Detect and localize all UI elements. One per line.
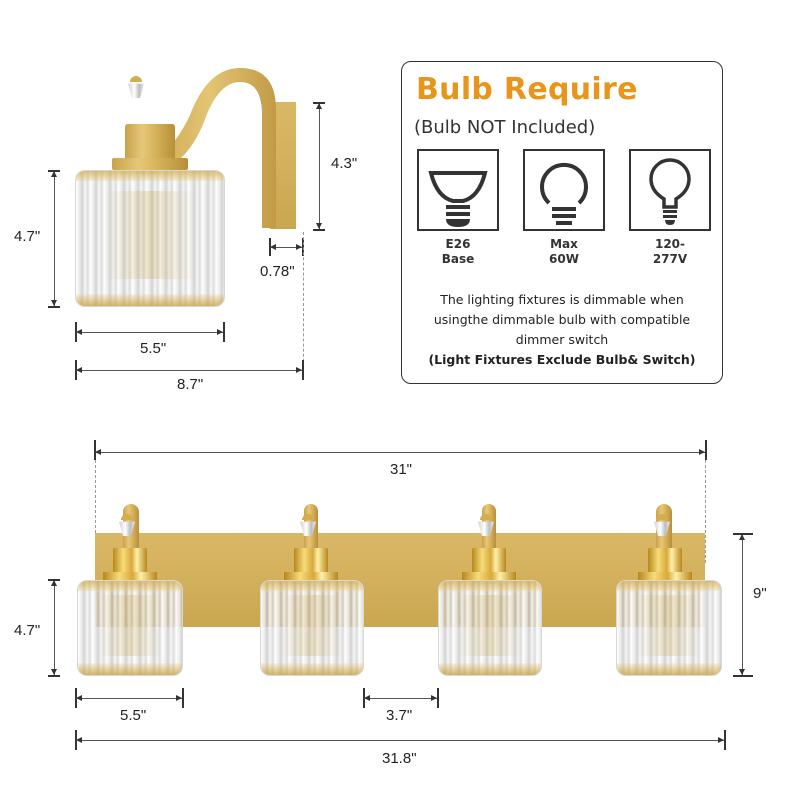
voltage-caption: 120- 277V [652,237,688,266]
crystal-finial [119,521,135,536]
light-fixture-1 [75,500,185,680]
bulb-require-title: Bulb Require [416,72,638,107]
finial-cap [130,76,142,82]
bulb-requirements-panel: Bulb Require (Bulb NOT Included) E26 Bas… [401,61,723,384]
light-fixture-4 [614,500,726,680]
backplate-height-label: 4.3" [331,155,358,172]
dimmable-description: The lighting fixtures is dimmable when u… [433,292,691,347]
total-height-label: 9" [753,585,767,602]
socket-ring [112,158,188,170]
light-fixture-2 [258,500,368,680]
bulb-not-included-subtitle: (Bulb NOT Included) [414,117,596,138]
crystal-finial [654,521,670,536]
crystal-shade [616,580,722,676]
crystal-shade [438,580,542,676]
light-fixture-3 [436,500,546,680]
crystal-shade [75,170,225,307]
crystal-shade [77,580,183,676]
total-extension-label: 8.7" [177,376,204,393]
max-wattage-bulb-icon [523,149,605,231]
crystal-finial [300,521,316,536]
crystal-finial [478,521,494,536]
e26-base-bulb-icon [417,149,499,231]
exclusion-note: (Light Fixtures Exclude Bulb& Switch) [428,352,696,367]
voltage-bulb-icon [629,149,711,231]
single-fixture-diagram: 4.7" 4.3" 0.78" 5.5" 8.7" [0,0,390,400]
shade-height-label: 4.7" [14,228,41,245]
vanity-shade-height-label: 4.7" [14,622,41,639]
backplate-depth-label: 0.78" [260,263,295,280]
vanity-shade-width-label: 5.5" [120,707,147,724]
crystal-finial [128,83,144,98]
crystal-shade [260,580,364,676]
e26-caption: E26 Base [441,237,475,266]
shade-width-label: 5.5" [140,340,167,357]
vanity-backplate [95,533,705,627]
total-width-label: 31.8" [382,750,417,767]
socket-cylinder [125,124,175,162]
shade-gap-label: 3.7" [386,707,413,724]
backplate-width-label: 31" [390,461,413,478]
vanity-bar-diagram: 31" 4.7" [0,430,800,800]
max-watt-caption: Max 60W [549,237,579,266]
